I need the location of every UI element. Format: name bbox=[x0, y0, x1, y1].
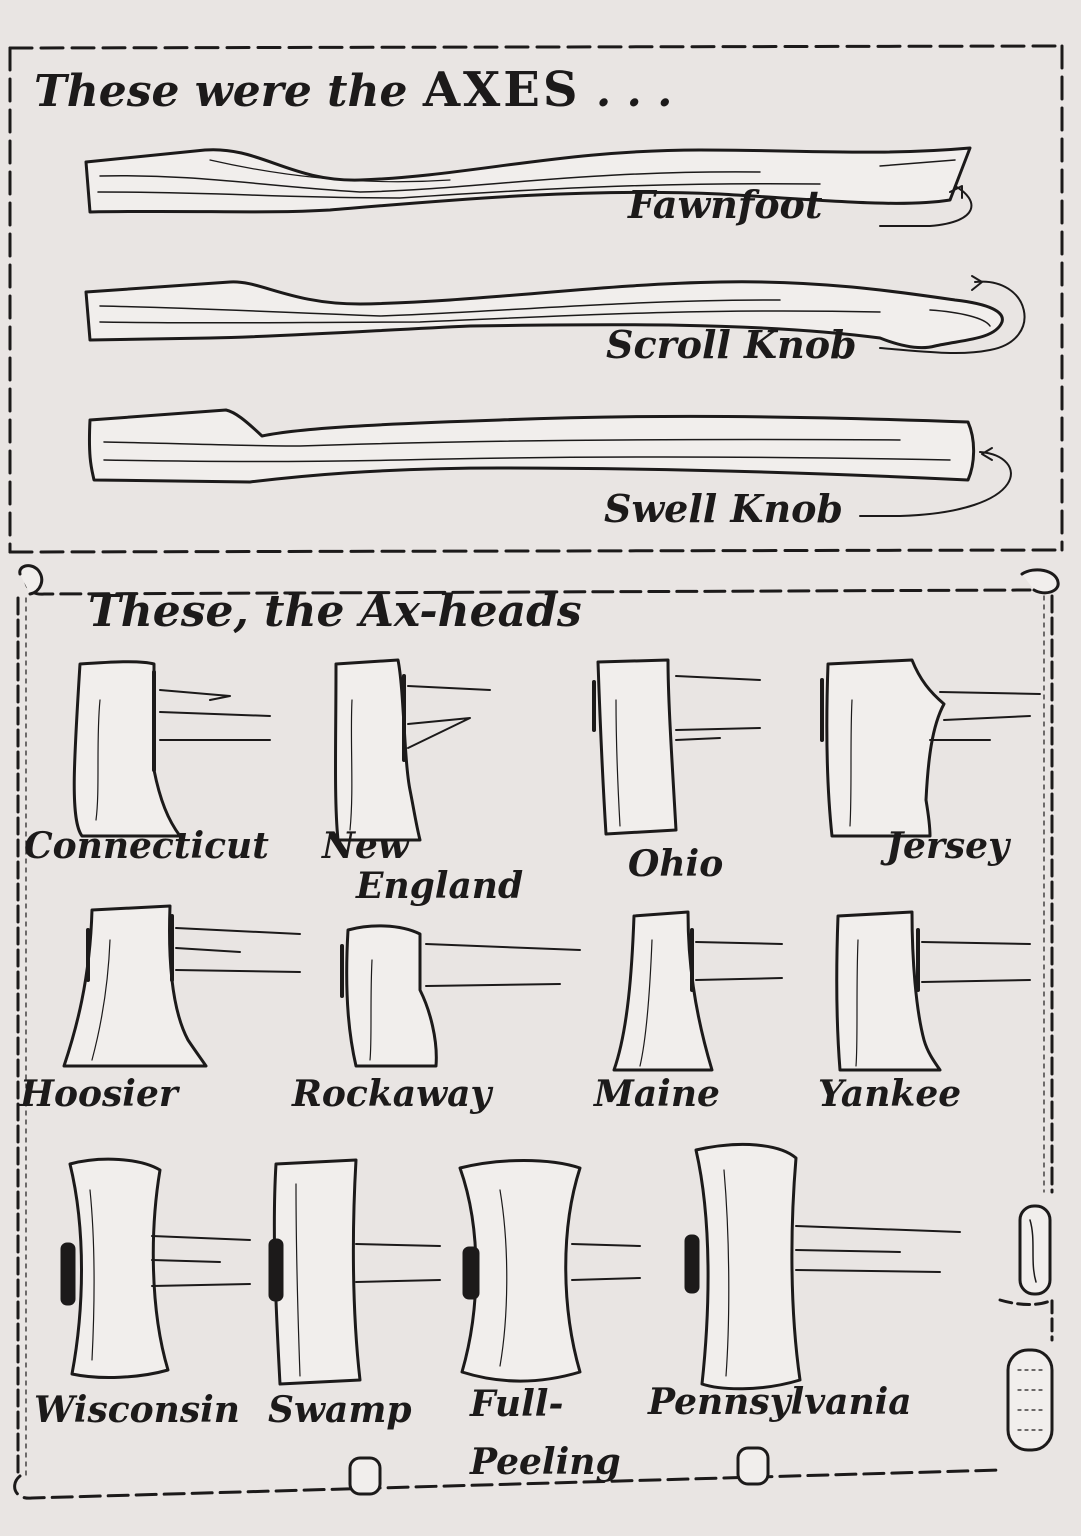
page-title-axes: These were the AXES . . . bbox=[34, 66, 672, 114]
axhead-label-ohio: Ohio bbox=[628, 843, 724, 885]
top-frame bbox=[8, 44, 1064, 554]
wisconsin-axhead bbox=[60, 1157, 251, 1379]
handle-label-fawnfoot: Fawnfoot bbox=[628, 182, 823, 227]
section-title-axheads: These, the Ax-heads bbox=[88, 586, 582, 637]
new-england-axhead bbox=[334, 658, 491, 842]
axhead-label-swamp: Swamp bbox=[268, 1389, 412, 1431]
scroll-frame bbox=[13, 564, 1060, 1500]
connecticut-axhead bbox=[72, 660, 271, 838]
axhead-label-full-peeling-line1: Full- bbox=[470, 1383, 564, 1425]
hoosier-axhead bbox=[62, 904, 301, 1068]
axhead-label-full-peeling-line2: Peeling bbox=[470, 1441, 621, 1483]
axhead-label-pennsylvania: Pennsylvania bbox=[648, 1381, 912, 1423]
title-suffix: . . . bbox=[595, 66, 673, 117]
axhead-label-yankee: Yankee bbox=[818, 1073, 962, 1115]
axhead-label-new-england-line2: England bbox=[356, 865, 524, 907]
axhead-label-new-england-line1: New bbox=[322, 825, 409, 867]
maine-axhead bbox=[612, 910, 783, 1072]
rockaway-axhead bbox=[340, 924, 581, 1068]
pennsylvania-axhead bbox=[684, 1142, 961, 1391]
handle-label-scroll-knob: Scroll Knob bbox=[606, 322, 857, 367]
handle-label-swell-knob: Swell Knob bbox=[604, 486, 844, 531]
yankee-axhead bbox=[835, 910, 1031, 1072]
jersey-axhead bbox=[820, 658, 1041, 838]
swell-knob-handle bbox=[88, 408, 1012, 517]
axhead-label-maine: Maine bbox=[594, 1073, 720, 1115]
axhead-label-jersey: Jersey bbox=[886, 825, 1009, 867]
axhead-label-connecticut: Connecticut bbox=[24, 825, 269, 867]
axhead-label-wisconsin: Wisconsin bbox=[34, 1389, 240, 1431]
title-prefix: These were the bbox=[34, 66, 408, 117]
swamp-axhead bbox=[268, 1158, 441, 1386]
axhead-label-hoosier: Hoosier bbox=[20, 1073, 178, 1115]
scroll-knob-handle bbox=[84, 275, 1026, 355]
ohio-axhead bbox=[592, 658, 761, 836]
title-emphasis: AXES bbox=[422, 62, 581, 118]
axhead-label-rockaway: Rockaway bbox=[292, 1073, 492, 1115]
fawnfoot-handle bbox=[84, 146, 973, 227]
full-peeling-axhead bbox=[458, 1159, 641, 1383]
